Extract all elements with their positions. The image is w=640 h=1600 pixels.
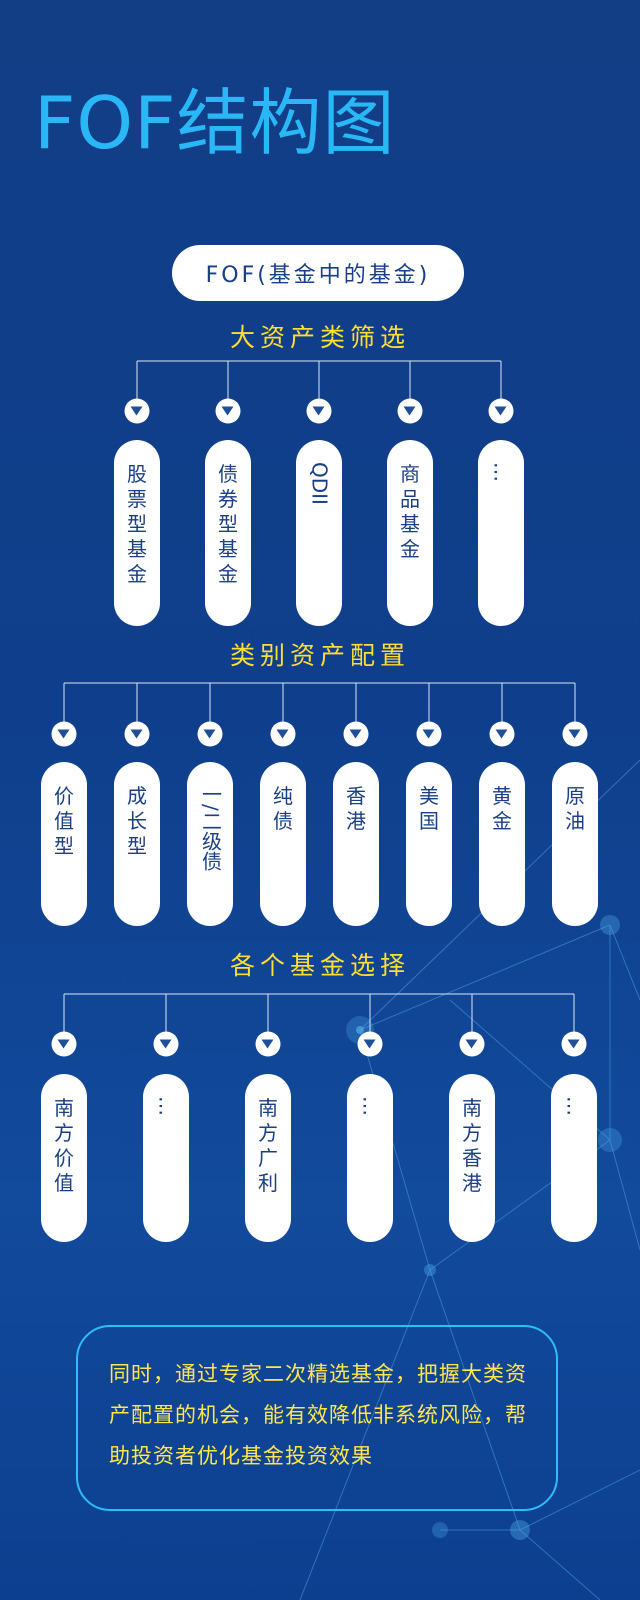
category-node: 南方香港 [449, 1074, 495, 1242]
category-node: … [347, 1074, 393, 1242]
root-label: FOF(基金中的基金) [205, 263, 431, 288]
category-node: 黄金 [479, 762, 525, 926]
arrow-down-icon [562, 721, 588, 747]
arrow-down-icon [489, 721, 515, 747]
category-node-label: 南方价值 [54, 1096, 74, 1195]
category-node-label: … [358, 1096, 383, 1116]
category-node-label: 南方香港 [462, 1096, 482, 1195]
arrow-down-icon [255, 1031, 281, 1057]
category-node: QDII [296, 440, 342, 626]
arrow-down-icon [488, 398, 514, 424]
category-node: 债券型基金 [205, 440, 251, 626]
category-node: … [551, 1074, 597, 1242]
arrow-down-icon [215, 398, 241, 424]
arrow-down-icon [124, 721, 150, 747]
arrow-down-icon [270, 721, 296, 747]
category-node-label: 股票型基金 [127, 462, 147, 586]
category-node: … [143, 1074, 189, 1242]
category-node: 一/二级债 [187, 762, 233, 926]
category-node: 南方价值 [41, 1074, 87, 1242]
category-node: 原油 [552, 762, 598, 926]
summary-note: 同时，通过专家二次精选基金，把握大类资产配置的机会，能有效降低非系统风险，帮助投… [76, 1325, 558, 1511]
arrow-down-icon [357, 1031, 383, 1057]
category-node: 纯债 [260, 762, 306, 926]
arrow-down-icon [51, 721, 77, 747]
summary-note-text: 同时，通过专家二次精选基金，把握大类资产配置的机会，能有效降低非系统风险，帮助投… [109, 1362, 527, 1468]
arrow-down-icon [561, 1031, 587, 1057]
category-node: 南方广利 [245, 1074, 291, 1242]
category-node-label: 成长型 [127, 784, 147, 858]
category-node-label: 南方广利 [258, 1096, 278, 1195]
arrow-down-icon [153, 1031, 179, 1057]
section-title-asset-class: 大资产类筛选 [229, 323, 410, 352]
arrow-down-icon [397, 398, 423, 424]
category-node-label: … [489, 462, 514, 482]
category-node-label: … [562, 1096, 587, 1116]
category-node-label: 一/二级债 [198, 784, 223, 871]
category-node: 股票型基金 [114, 440, 160, 626]
category-node-label: 黄金 [492, 784, 512, 833]
arrow-down-icon [197, 721, 223, 747]
section-title-category-allocation: 类别资产配置 [229, 641, 410, 670]
section-title-fund-selection: 各个基金选择 [229, 951, 410, 980]
category-node-label: 债券型基金 [218, 462, 238, 586]
category-node: … [478, 440, 524, 626]
category-node-label: 商品基金 [400, 462, 420, 561]
arrow-down-icon [51, 1031, 77, 1057]
category-node: 成长型 [114, 762, 160, 926]
category-node: 美国 [406, 762, 452, 926]
category-node: 商品基金 [387, 440, 433, 626]
category-node-label: 纯债 [273, 784, 293, 833]
category-node: 价值型 [41, 762, 87, 926]
category-node-label: 香港 [346, 784, 366, 833]
root-node-fof: FOF(基金中的基金) [172, 245, 464, 301]
arrow-down-icon [124, 398, 150, 424]
page-title: FOF结构图 [34, 81, 396, 165]
arrow-down-icon [306, 398, 332, 424]
category-node: 香港 [333, 762, 379, 926]
category-node-label: … [154, 1096, 179, 1116]
category-node-label: 价值型 [54, 784, 74, 858]
arrow-down-icon [343, 721, 369, 747]
category-node-label: QDII [307, 462, 332, 505]
category-node-label: 原油 [565, 784, 585, 833]
arrow-down-icon [459, 1031, 485, 1057]
category-node-label: 美国 [419, 784, 439, 833]
arrow-down-icon [416, 721, 442, 747]
